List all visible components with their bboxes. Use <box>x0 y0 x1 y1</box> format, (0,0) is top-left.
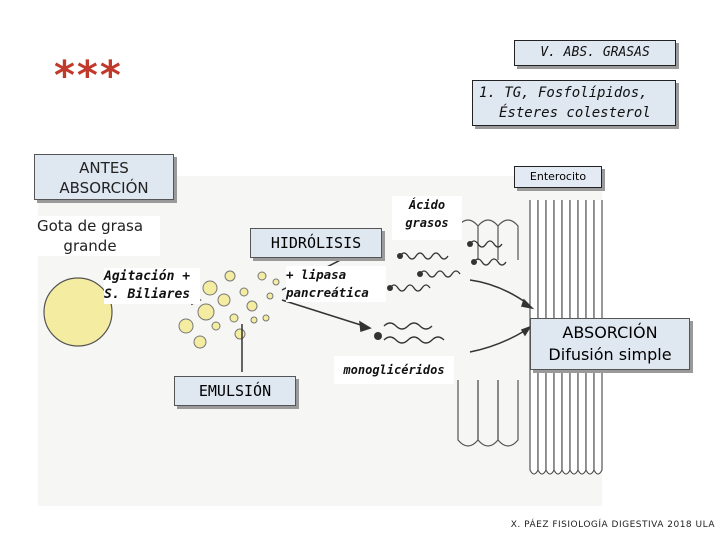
fat-droplet <box>217 293 231 307</box>
antes-absorcion-box: ANTES ABSORCIÓN <box>34 154 174 200</box>
fat-droplet <box>262 314 270 322</box>
fat-droplet <box>197 303 215 321</box>
arrow-into-villi-1 <box>469 279 529 305</box>
fat-droplet <box>246 300 258 312</box>
fat-droplet <box>211 321 221 331</box>
large-fat-drop <box>43 277 113 347</box>
fat-droplet <box>224 270 236 282</box>
agitacion-label: Agitación + S. Biliares <box>104 268 200 304</box>
fat-droplet <box>272 278 280 286</box>
antes-line-2: ABSORCIÓN <box>59 179 149 197</box>
slide-subtitle: 1. TG, Fosfolípidos, Ésteres colesterol <box>472 80 676 126</box>
hidrolisis-box: HIDRÓLISIS <box>250 228 382 258</box>
absorcion-line-2: Difusión simple <box>548 345 672 364</box>
arrow-to-mono <box>281 299 365 327</box>
arrowhead-villi-1 <box>521 298 535 310</box>
importance-stars: *** <box>54 53 123 99</box>
slide-title: V. ABS. GRASAS <box>514 40 676 66</box>
monoglyceride-chain <box>383 336 445 344</box>
villus-edge <box>497 219 519 447</box>
fat-droplet <box>239 287 249 297</box>
lipasa-line-2: pancreática <box>286 285 369 300</box>
gota-line-2: grande <box>63 237 117 255</box>
agitacion-line-1: Agitación + <box>104 269 191 284</box>
subtitle-line-1: 1. TG, Fosfolípidos, <box>479 85 648 101</box>
absorcion-line-1: ABSORCIÓN <box>562 323 658 342</box>
fat-droplet <box>229 313 239 323</box>
fat-droplet <box>202 280 218 296</box>
lipasa-label: + lipasa pancreática <box>286 266 386 302</box>
emulsion-droplets <box>178 270 280 349</box>
acido-line-1: Ácido <box>408 198 446 212</box>
fat-droplet <box>257 271 267 281</box>
gota-line-1: Gota de grasa <box>36 217 144 235</box>
subtitle-line-2: Ésteres colesterol <box>499 105 651 121</box>
monogliceridos-label: monoglicéridos <box>334 356 454 384</box>
lipasa-line-1: + lipasa <box>286 267 347 282</box>
fat-droplet <box>234 328 246 340</box>
footer-credit: X. PÁEZ FISIOLOGÍA DIGESTIVA 2018 ULA <box>510 520 715 530</box>
gota-label: Gota de grasa grande <box>20 216 160 256</box>
enterocito-label: Enterocito <box>514 166 602 188</box>
fat-droplet <box>193 335 207 349</box>
antes-line-1: ANTES <box>79 159 129 177</box>
fat-droplet <box>178 318 194 334</box>
absorcion-box: ABSORCIÓN Difusión simple <box>530 318 690 370</box>
fat-droplet <box>266 292 274 300</box>
acido-line-2: grasos <box>405 216 449 230</box>
fatty-acid-chains <box>383 240 507 344</box>
arrowhead-villi-2 <box>520 325 532 337</box>
fat-droplet <box>250 316 258 324</box>
emulsion-box: EMULSIÓN <box>174 376 296 406</box>
acido-grasos-label: Ácido grasos <box>392 196 462 240</box>
agitacion-line-2: S. Biliares <box>104 287 191 302</box>
arrow-into-villi-2 <box>469 329 527 353</box>
arrowhead-mono <box>359 320 372 333</box>
